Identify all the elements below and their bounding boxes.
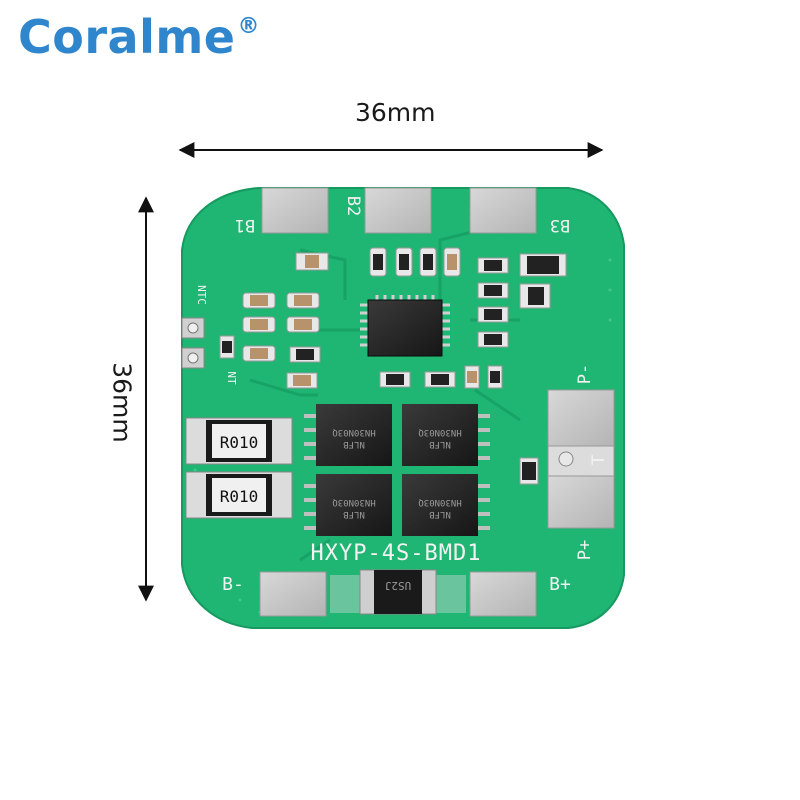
mosfet-2 bbox=[402, 404, 478, 466]
label-nt: NT bbox=[225, 371, 238, 385]
pad-b-plus bbox=[469, 571, 537, 617]
pad-b-minus bbox=[259, 571, 327, 617]
diode bbox=[359, 569, 437, 615]
label-ntc: NTC bbox=[195, 285, 208, 305]
mosfet-2-marking-1: HN30N03Q bbox=[418, 427, 461, 437]
pad-b3 bbox=[469, 187, 537, 234]
brand-logo: Coralme® bbox=[18, 10, 260, 64]
label-b3: B3 bbox=[550, 215, 570, 235]
shunt-resistor-2-value: R010 bbox=[220, 487, 259, 506]
pad-p-minus bbox=[547, 389, 615, 447]
mosfet-1 bbox=[316, 404, 392, 466]
mosfet-4-marking-2: NLFB bbox=[429, 509, 451, 519]
protection-ic bbox=[360, 295, 450, 357]
mosfet-1-marking-2: NLFB bbox=[343, 439, 365, 449]
board-model: HXYP-4S-BMD1 bbox=[311, 541, 482, 566]
label-p-minus: P- bbox=[575, 364, 595, 384]
label-b-plus: B+ bbox=[549, 574, 571, 595]
ntc-pads bbox=[181, 317, 205, 369]
pad-p-plus bbox=[547, 475, 615, 529]
label-b1: B1 bbox=[235, 215, 255, 235]
pad-b1 bbox=[261, 187, 329, 234]
mosfet-array: HN30N03Q NLFB HN30N03Q NLFB HN30N03Q NLF… bbox=[304, 404, 490, 536]
mosfet-3 bbox=[316, 474, 392, 536]
shunt-resistor-1-value: R010 bbox=[220, 433, 259, 452]
pad-b2 bbox=[364, 187, 432, 234]
label-b2: B2 bbox=[343, 196, 363, 216]
registered-mark: ® bbox=[237, 13, 260, 39]
mosfet-3-marking-2: NLFB bbox=[343, 509, 365, 519]
diode-marking: US2J bbox=[385, 579, 412, 592]
label-p-plus: P+ bbox=[575, 540, 595, 560]
smd-components bbox=[219, 247, 567, 485]
label-t: T bbox=[589, 455, 609, 465]
mosfet-4 bbox=[402, 474, 478, 536]
shunt-resistors bbox=[185, 417, 293, 519]
mosfet-2-marking-2: NLFB bbox=[429, 439, 451, 449]
label-b-minus: B- bbox=[222, 574, 244, 595]
mosfet-4-marking-1: HN30N03Q bbox=[418, 497, 461, 507]
output-pads bbox=[547, 389, 615, 529]
brand-name: Coralme bbox=[18, 10, 236, 64]
mosfet-3-marking-1: HN30N03Q bbox=[332, 497, 375, 507]
width-dimension-label: 36mm bbox=[355, 98, 436, 127]
mosfet-1-marking-1: HN30N03Q bbox=[332, 427, 375, 437]
